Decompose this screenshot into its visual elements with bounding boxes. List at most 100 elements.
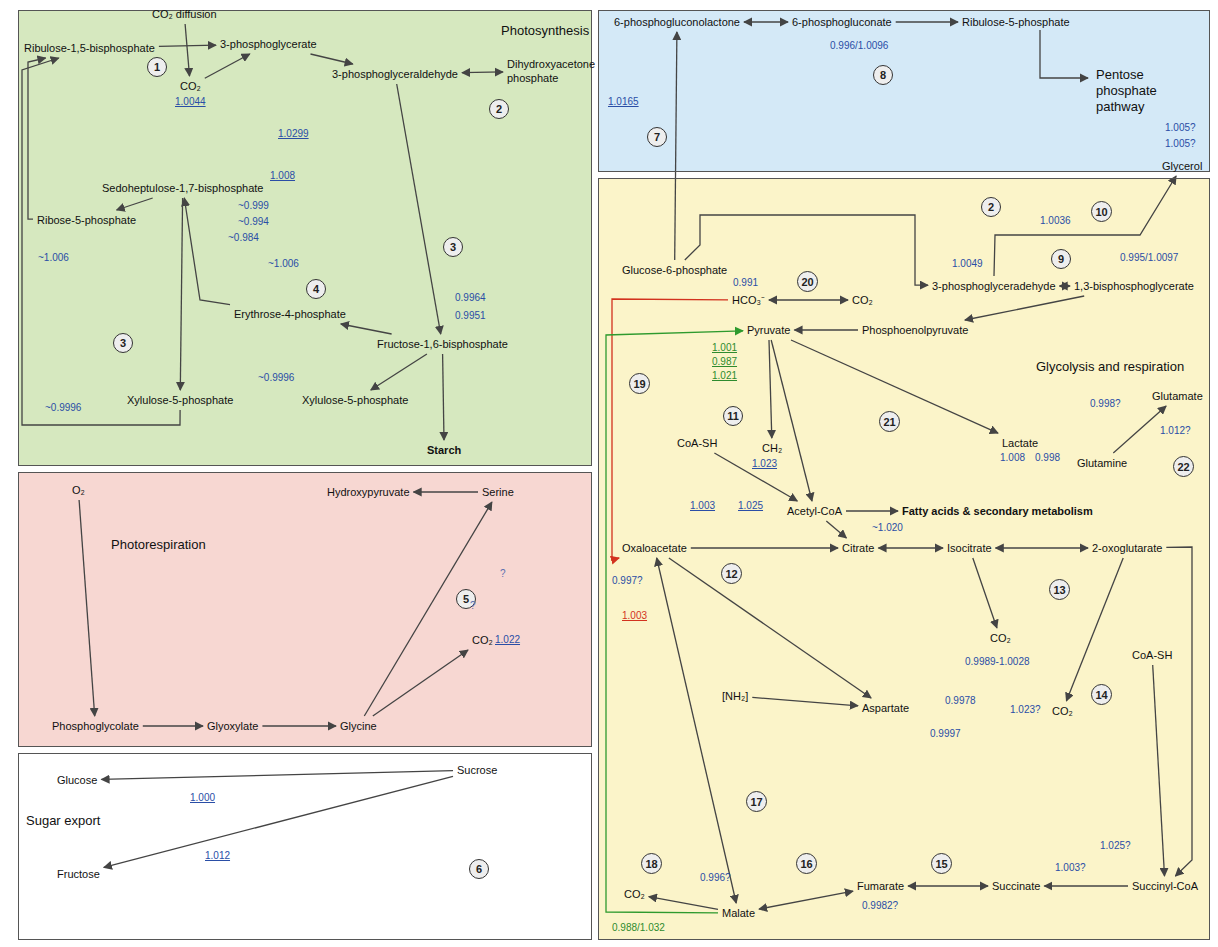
metabolite-name: Ribulose-1,5-bisphosphate	[24, 42, 155, 54]
metabolite-name: Oxaloacetate	[622, 542, 687, 554]
callout-number: 20	[797, 271, 818, 292]
metabolite-label: CO₂	[623, 887, 646, 901]
metabolite-label: 3-phosphoglyceradehyde	[931, 279, 1057, 293]
metabolite-label: Succinyl-CoA	[1131, 879, 1199, 893]
metabolite-label: CO₂	[851, 293, 874, 307]
metabolite-name: Sedoheptulose-1,7-bisphosphate	[102, 182, 263, 194]
isotope-value: ~0.9996	[45, 402, 81, 414]
pathway-panel: Glycolysis and respirationGlucose-6-phos…	[598, 178, 1210, 940]
callout-text: 17	[750, 796, 762, 808]
metabolite-label: Erythrose-4-phosphate	[233, 307, 347, 321]
metabolite-label: Glyoxylate	[206, 719, 259, 733]
metabolite-label: CO₂	[1051, 704, 1074, 718]
metabolite-name: Glutamate	[1152, 390, 1203, 402]
reaction-arrow	[262, 725, 336, 726]
pathway-panel: PhotorespirationO₂HydroxypyruvateSerineP…	[18, 472, 592, 747]
callout-text: 12	[725, 568, 737, 580]
isotope-value: ~1.006	[268, 258, 299, 270]
callout-text: 8	[880, 69, 886, 81]
reaction-arrow	[973, 558, 997, 628]
metabolite-name: Acetyl-CoA	[787, 505, 842, 517]
isotope-value: 1.021	[712, 370, 737, 382]
metabolite-label: HCO₃⁻	[731, 293, 766, 307]
metabolite-label: Phosphoglycolate	[51, 719, 140, 733]
isotope-value: 1.003?	[1055, 862, 1086, 874]
metabolite-name: HCO₃⁻	[732, 294, 765, 306]
metabolite-name: Dihydroxyacetone phosphate	[507, 58, 595, 84]
callout-text: 13	[1053, 584, 1065, 596]
reaction-arrow	[769, 340, 772, 438]
isotope-value: ~1.006	[38, 252, 69, 264]
callout-text: 9	[1058, 253, 1064, 265]
isotope-value: 1.0049	[952, 258, 983, 270]
callout-text: 19	[633, 378, 645, 390]
reaction-arrow	[691, 547, 838, 548]
panel-title: Sugar export	[26, 813, 100, 829]
metabolite-label: 2-oxoglutarate	[1091, 541, 1163, 555]
metabolite-label: Dihydroxyacetone phosphate	[506, 57, 588, 85]
metabolite-name: Glyoxylate	[207, 720, 258, 732]
metabolite-name: 6-phosphogluconate	[792, 16, 892, 28]
reaction-arrow	[771, 340, 812, 501]
reaction-arrow	[714, 453, 797, 501]
isotope-value: 1.0044	[175, 96, 206, 108]
isotope-value: 0.987	[712, 356, 737, 368]
metabolite-name: Xylulose-5-phosphate	[302, 394, 408, 406]
reaction-arrow	[846, 510, 898, 511]
reaction-arrow	[1060, 285, 1071, 286]
callout-text: 20	[801, 276, 813, 288]
reaction-arrow	[1113, 406, 1166, 453]
metabolite-name: Ribulose-5-phosphate	[962, 16, 1070, 28]
reaction-arrow	[878, 547, 943, 548]
reaction-arrow	[896, 21, 958, 22]
callout-number: 7	[647, 127, 667, 147]
callout-text: 4	[313, 283, 319, 295]
isotope-value: 1.0036	[1040, 215, 1071, 227]
metabolite-label: CO₂	[471, 633, 494, 647]
callout-text: 1	[154, 61, 160, 73]
isotope-value: ~0.994	[238, 216, 269, 228]
reaction-arrow	[311, 54, 353, 64]
metabolite-name: Phosphoglycolate	[52, 720, 139, 732]
callout-text: 3	[450, 241, 456, 253]
sugar-export-ground	[18, 753, 592, 940]
isotope-value: ?	[500, 568, 506, 580]
metabolite-label: Xylulose-5-phosphate	[301, 393, 409, 407]
reaction-arrow	[908, 885, 988, 886]
metabolite-label: Isocitrate	[946, 541, 993, 555]
isotope-value: 1.023?	[1010, 704, 1041, 716]
isotope-value: 1.025?	[1100, 840, 1131, 852]
metabolite-label: Fructose-1,6-bisphosphate	[376, 337, 509, 351]
metabolite-label: O₂	[71, 483, 86, 497]
reaction-arrow	[104, 776, 453, 867]
metabolite-name: CO₂	[1052, 705, 1073, 717]
isotope-value: 1.000	[190, 792, 215, 804]
isotope-value: 0.996/1.0096	[830, 40, 888, 52]
reaction-arrow	[752, 697, 858, 705]
callout-number: 18	[641, 853, 662, 874]
isotope-value: 1.022	[495, 634, 520, 646]
reaction-arrow	[184, 198, 230, 305]
pentose-ground	[598, 10, 1210, 172]
isotope-value: 0.9997	[930, 728, 961, 740]
metabolite-label: Glycerol	[1161, 159, 1203, 173]
metabolite-label: 1,3-bisphosphoglycerate	[1073, 279, 1195, 293]
metabolite-name: Fatty acids & secondary metabolism	[902, 505, 1093, 517]
isotope-value: 0.9978	[945, 695, 976, 707]
panel-title: Photosynthesis	[501, 23, 589, 39]
reaction-arrow	[769, 299, 848, 300]
metabolite-label: Sedoheptulose-1,7-bisphosphate	[101, 181, 264, 195]
callout-number: 4	[306, 279, 326, 299]
callout-number: 17	[746, 791, 767, 812]
metabolite-name: CO₂	[180, 80, 201, 92]
callout-number: 3	[443, 237, 463, 257]
isotope-value: 1.0299	[278, 128, 309, 140]
reaction-arrow	[1166, 547, 1192, 876]
reaction-arrow	[794, 329, 858, 330]
reaction-arrow	[826, 521, 846, 538]
metabolite-name: CO₂ diffusion	[152, 8, 217, 20]
metabolite-label: CO₂	[179, 79, 202, 93]
callout-number: 8	[873, 65, 893, 85]
metabolite-name: Glycine	[340, 720, 377, 732]
metabolite-label: Oxaloacetate	[621, 541, 688, 555]
